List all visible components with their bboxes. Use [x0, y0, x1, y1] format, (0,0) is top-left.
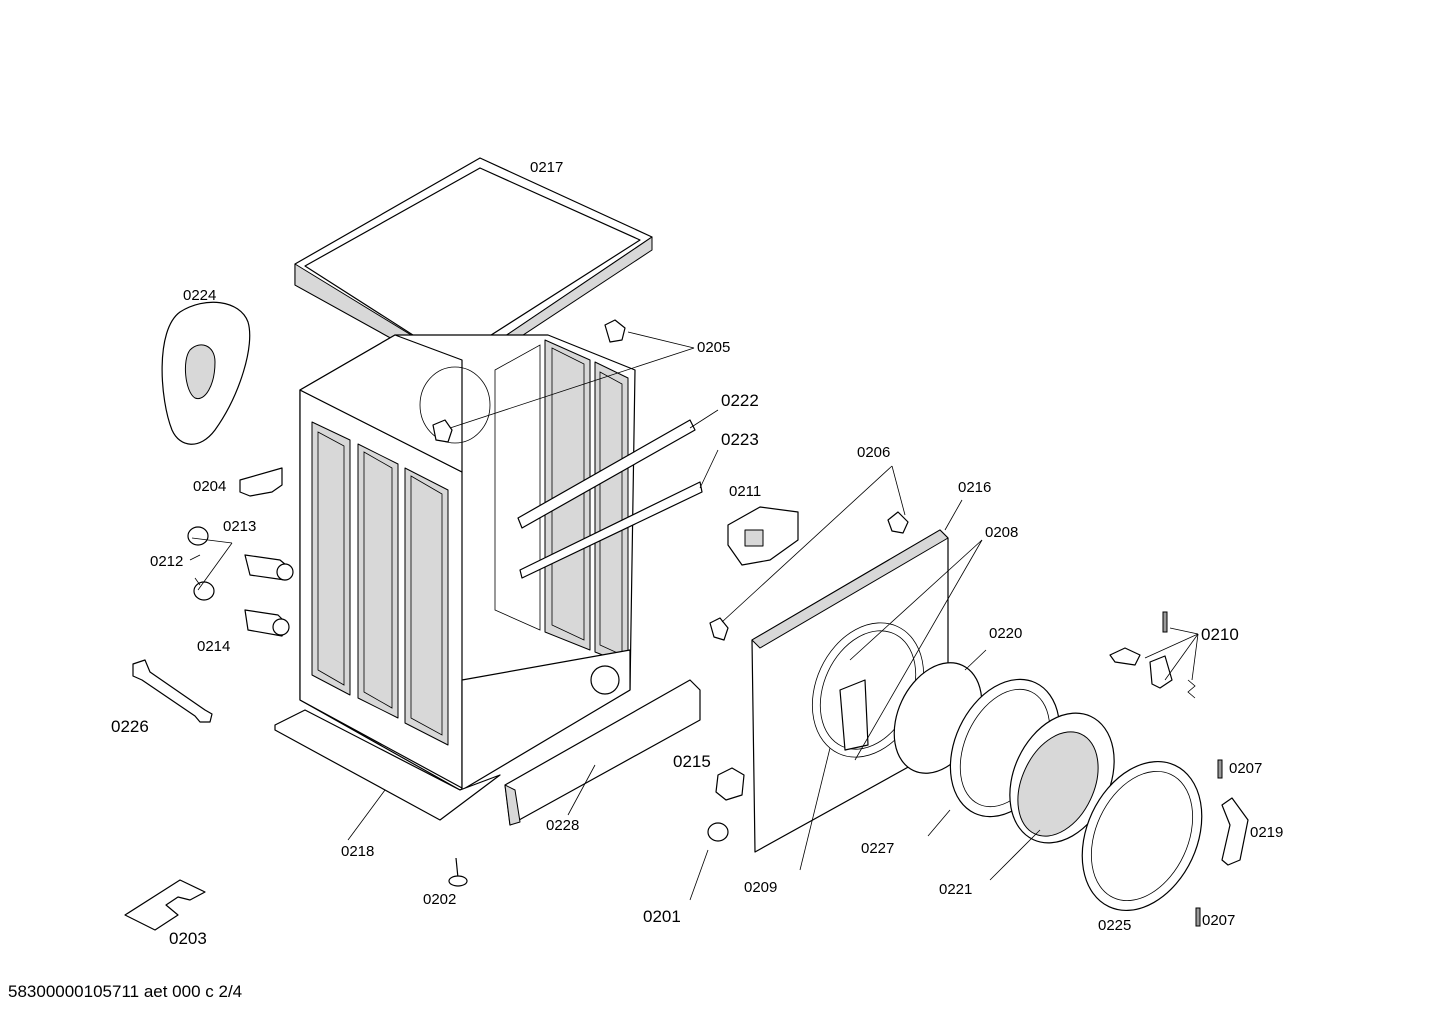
- callout-0219: 0219: [1250, 824, 1284, 841]
- part-0206-clips: [709, 511, 909, 641]
- part-0226-wrench: [132, 659, 213, 723]
- callout-0207-lower: 0207: [1202, 912, 1236, 929]
- leader-lines: [189, 331, 1199, 901]
- part-0202-screw: [448, 857, 468, 887]
- part-0222-0223-rails: [517, 419, 703, 579]
- part-0216-front-panel: [751, 529, 949, 853]
- part-0207-pins: [1195, 759, 1223, 927]
- callout-0228: 0228: [546, 817, 580, 834]
- callout-0204: 0204: [193, 478, 227, 495]
- callout-0226: 0226: [111, 717, 149, 736]
- callout-0205: 0205: [697, 339, 731, 356]
- part-0210-hinge: [1109, 611, 1196, 699]
- part-0201-foot: [707, 822, 729, 842]
- part-0205-clips: [432, 319, 626, 443]
- callout-0223: 0223: [721, 430, 759, 449]
- part-0212-feet: [187, 526, 215, 601]
- document-reference-footer: 58300000105711 aet 000 c 2/4: [8, 982, 243, 1001]
- part-0214-valve: [244, 609, 290, 637]
- callout-0217: 0217: [530, 159, 564, 176]
- callout-0208: 0208: [985, 524, 1019, 541]
- callout-0202: 0202: [423, 891, 457, 908]
- callout-0224: 0224: [183, 287, 217, 304]
- callout-0220: 0220: [989, 625, 1023, 642]
- part-0213-valve: [244, 554, 294, 581]
- part-0219-handle: [1221, 797, 1249, 866]
- callout-0201: 0201: [643, 907, 681, 926]
- callout-0206: 0206: [857, 444, 891, 461]
- part-cabinet-body: [299, 334, 636, 791]
- callout-0215: 0215: [673, 752, 711, 771]
- callout-0216: 0216: [958, 479, 992, 496]
- part-0204-clip: [239, 467, 283, 497]
- part-0228-plinth: [504, 679, 701, 826]
- callout-0207-upper: 0207: [1229, 760, 1263, 777]
- callout-0225: 0225: [1098, 917, 1132, 934]
- callout-0227: 0227: [861, 840, 895, 857]
- callout-0212: 0212: [150, 553, 184, 570]
- callout-0218: 0218: [341, 843, 375, 860]
- part-0224-rear-cover: [161, 301, 251, 445]
- callout-0211: 0211: [729, 483, 762, 500]
- part-0218-base-plate: [274, 709, 501, 821]
- part-0217-top-cover: [294, 157, 653, 381]
- callout-0222: 0222: [721, 391, 759, 410]
- callout-0221: 0221: [939, 881, 973, 898]
- part-0215-switch: [715, 767, 745, 801]
- callout-0209: 0209: [744, 879, 778, 896]
- part-0203-bracket: [124, 879, 206, 931]
- callout-0214: 0214: [197, 638, 231, 655]
- part-0225-door-ring: [1081, 760, 1203, 912]
- callout-0210: 0210: [1201, 625, 1239, 644]
- callout-0213: 0213: [223, 518, 257, 535]
- callout-0203: 0203: [169, 929, 207, 948]
- part-0211-door-lock: [727, 506, 799, 566]
